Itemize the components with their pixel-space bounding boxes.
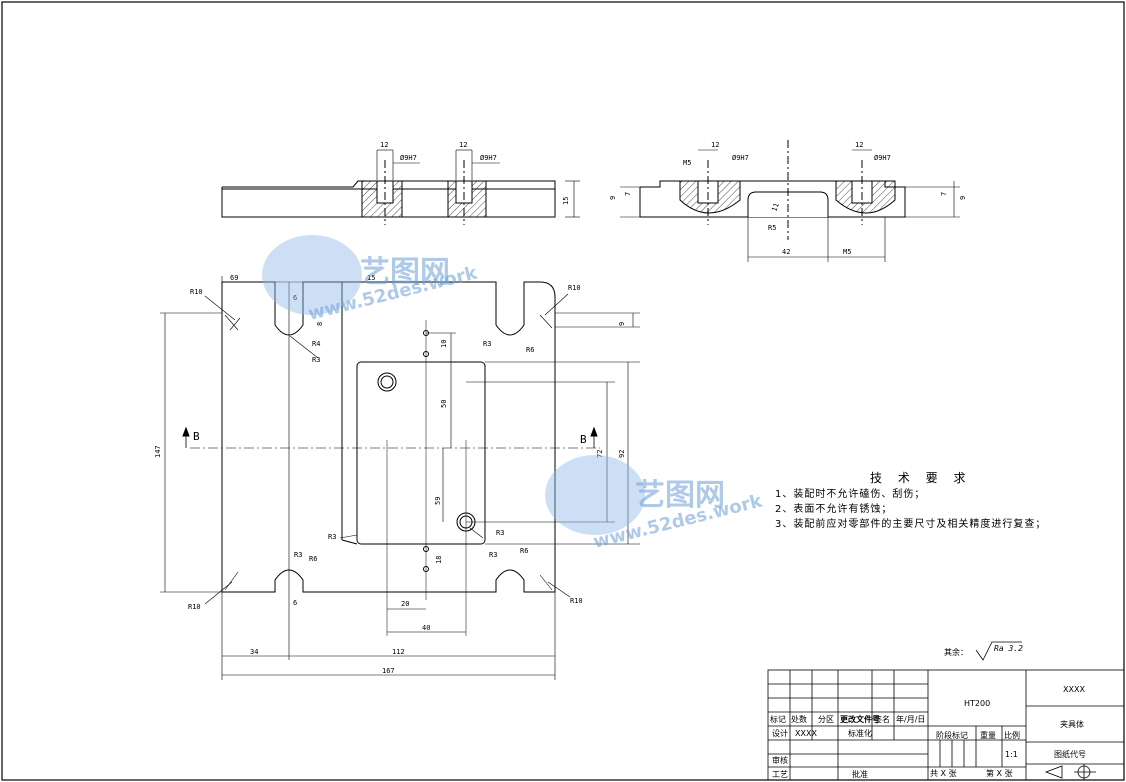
tb-sheet: 第 X 张 [986,768,1013,778]
dim-r6-b: R6 [309,555,317,563]
dim-hole-sec-left: Ø9H7 [732,154,749,162]
watermark-top: 艺图网 www.52des.work [262,235,480,325]
dim-r5: R5 [768,224,776,232]
surface-roughness: 其余： Ra 3.2 [944,641,1023,661]
technical-requirements: 技 术 要 求 1、装配时不允许磕伤、刮伤； 2、表面不允许有锈蚀； 3、装配前… [775,471,1046,530]
dim-42: 42 [782,248,790,256]
dim-8-plan: 8 [316,322,324,326]
tb-scale: 1:1 [1005,750,1018,759]
roughness-value: Ra 3.2 [994,644,1023,653]
dim-r10-br: R10 [570,597,583,605]
dim-r3-f: R3 [496,529,504,537]
dim-147: 147 [154,445,162,458]
dim-r3-a: R3 [312,356,320,364]
dim-34: 34 [250,648,258,656]
dim-m5-bottom: M5 [843,248,851,256]
dim-11: 11 [770,202,780,213]
section-label-right: B [580,433,587,446]
tb-review: 审核 [772,755,788,765]
section-label-left: B [193,430,200,443]
tb-total: 共 X 张 [930,769,957,778]
tech-title: 技 术 要 求 [870,471,971,485]
tb-part-name: 夹具体 [1060,719,1084,729]
tb-code: XXXX [1063,685,1085,694]
dim-6-top: 6 [293,294,297,302]
dim-m5-left: M5 [683,159,691,167]
dim-hole-sec-right: Ø9H7 [874,154,891,162]
tb-designer: XXXX [795,729,817,738]
dim-9-left: 9 [609,196,617,200]
dim-72: 72 [596,450,604,458]
roughness-label: 其余： [944,647,968,657]
dim-20: 20 [401,600,409,608]
dim-15-plan: 15 [367,274,375,282]
tb-design: 设计 [772,728,788,738]
dim-9-plan: 9 [618,322,626,326]
tech-item-1: 1、装配时不允许磕伤、刮伤； [775,487,925,500]
plan-view [160,276,640,680]
dim-12-sec-right: 12 [855,141,863,149]
dim-12-top-left: 12 [380,141,388,149]
dim-167: 167 [382,667,395,675]
tb-ratio: 比例 [1004,730,1020,740]
dim-7-left: 7 [624,192,632,196]
watermark-name-2: 艺图网 [635,478,725,513]
tb-process: 工艺 [772,770,788,779]
dim-6-bottom: 6 [293,599,297,607]
dim-hole-top-left: Ø9H7 [400,154,417,162]
dim-12-sec-left: 12 [711,141,719,149]
dim-59: 59 [434,497,442,505]
tb-weight: 重量 [980,730,996,740]
dim-69: 69 [230,274,238,282]
tb-count: 处数 [791,714,807,724]
tech-item-2: 2、表面不允许有锈蚀； [775,502,892,515]
dim-r3-b: R3 [483,340,491,348]
front-elevation-view [221,149,580,225]
dim-40: 40 [422,624,430,632]
watermark-name: 艺图网 [360,255,450,290]
dim-112: 112 [392,648,405,656]
tb-sign: 签名 [874,714,890,724]
tb-mark: 标记 [770,714,786,724]
tb-material: HT200 [964,699,990,708]
dim-r10-tl: R10 [190,288,203,296]
dim-hole-top-right: Ø9H7 [480,154,497,162]
tb-approve: 批准 [852,769,868,779]
title-block [767,669,1125,781]
dim-r6-c: R6 [520,547,528,555]
dim-r10-tr: R10 [568,284,581,292]
tb-standard: 标准化 [848,728,872,738]
dim-50: 50 [440,400,448,408]
dim-thickness: 15 [562,197,570,205]
tb-change: 更改文件号 [840,714,880,724]
tb-date: 年/月/日 [896,714,925,724]
dim-r3-c: R3 [294,551,302,559]
dim-9-right: 9 [959,196,967,200]
watermark-mid: 艺图网 www.52des.work [545,455,765,553]
tb-zone: 分区 [818,715,834,724]
tb-drawing-no: 图纸代号 [1054,749,1086,759]
dim-12-top-right: 12 [459,141,467,149]
dim-r10-bl: R10 [188,603,201,611]
dim-r3-e: R3 [328,533,336,541]
tech-item-3: 3、装配前应对零部件的主要尺寸及相关精度进行复查； [775,517,1046,530]
dim-r3-d: R3 [489,551,497,559]
dim-18: 18 [435,556,443,564]
section-view [620,140,960,262]
dim-92: 92 [618,450,626,458]
tb-stage: 阶段标记 [936,730,968,740]
dim-r6-a: R6 [526,346,534,354]
dim-10: 10 [440,340,448,348]
dim-r4: R4 [312,340,320,348]
dim-7-right: 7 [940,192,948,196]
